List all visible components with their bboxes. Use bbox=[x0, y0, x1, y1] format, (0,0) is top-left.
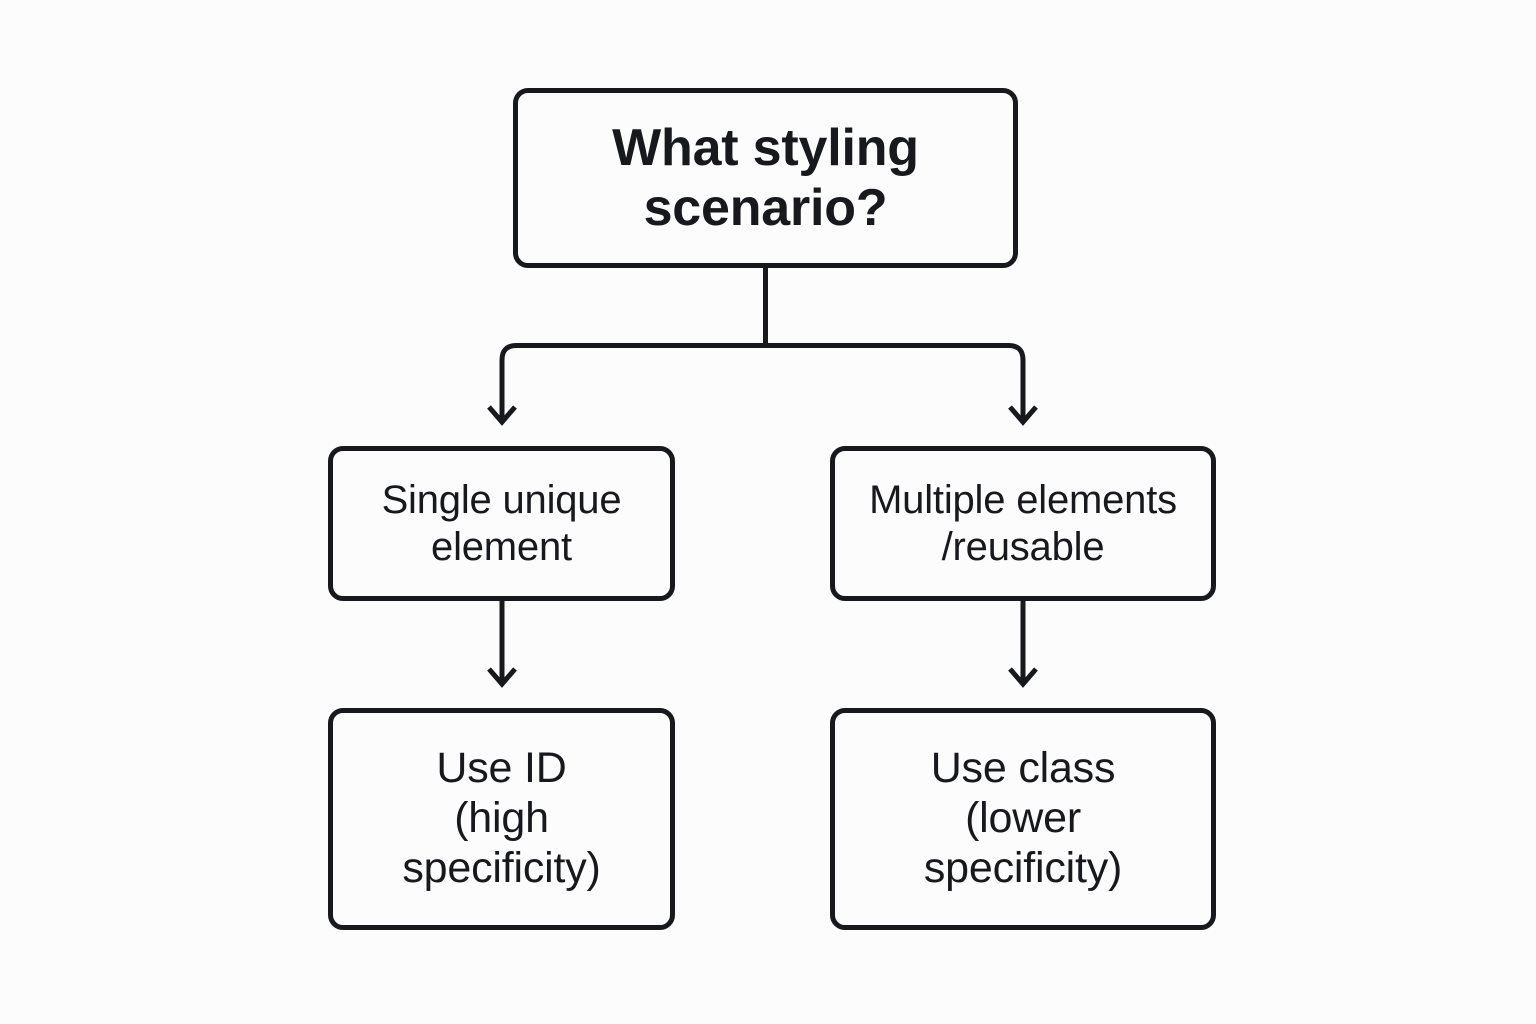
arrowhead-to-use-id bbox=[487, 667, 517, 688]
arrowhead-to-use-class bbox=[1008, 667, 1038, 688]
node-use-id-outcome[interactable]: Use ID (high specificity) bbox=[328, 708, 675, 930]
arrowhead-to-multiple-reusable bbox=[1008, 405, 1038, 426]
node-use-id-label: Use ID (high specificity) bbox=[402, 744, 601, 892]
node-use-class-label: Use class (lower specificity) bbox=[923, 744, 1123, 892]
node-single-unique-element[interactable]: Single unique element bbox=[328, 446, 675, 601]
node-single-unique-label: Single unique element bbox=[381, 478, 622, 569]
node-use-class-outcome[interactable]: Use class (lower specificity) bbox=[830, 708, 1216, 930]
edge-root-fork-bar bbox=[499, 343, 1026, 421]
node-root-decision[interactable]: What styling scenario? bbox=[513, 88, 1018, 268]
node-multiple-elements-reusable[interactable]: Multiple elements /reusable bbox=[830, 446, 1216, 601]
arrowhead-to-single-unique bbox=[487, 405, 517, 426]
node-root-label: What styling scenario? bbox=[612, 118, 919, 237]
node-multiple-reusable-label: Multiple elements /reusable bbox=[869, 478, 1177, 569]
